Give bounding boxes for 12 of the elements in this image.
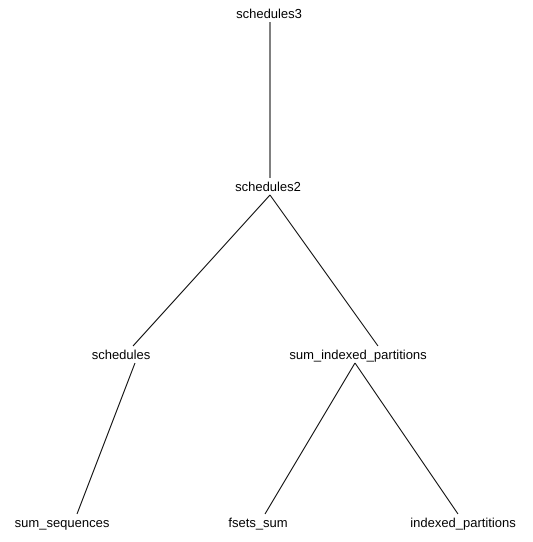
node-label: sum_sequences [12, 514, 112, 531]
node-label: fsets_sum [226, 514, 290, 531]
node-label: schedules [90, 346, 152, 363]
connector-line [270, 194, 378, 346]
node-label: schedules3 [234, 5, 304, 22]
connector-line [132, 194, 270, 346]
node-label: schedules2 [233, 178, 303, 195]
connector-line [264, 362, 356, 514]
node-label: sum_indexed_partitions [287, 346, 429, 363]
connector-line [354, 362, 458, 514]
connector-line [76, 362, 136, 514]
node-label: indexed_partitions [408, 514, 518, 531]
